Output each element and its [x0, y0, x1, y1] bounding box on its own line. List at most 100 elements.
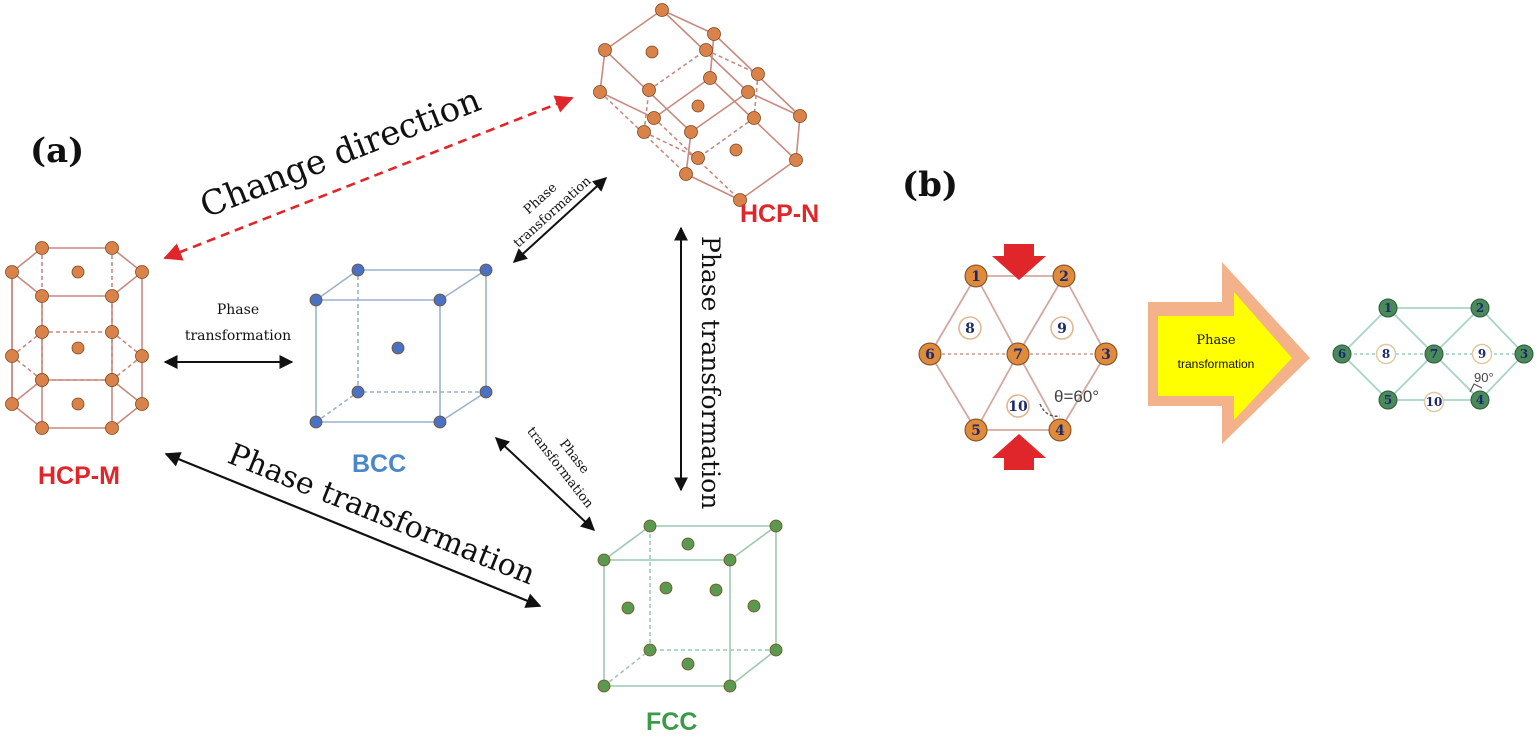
hcp-n-mid-edge: [643, 89, 650, 133]
plane-edge: [1433, 353, 1481, 401]
fcc-face-atom: [747, 599, 761, 613]
hcp-m-atom: [71, 341, 85, 355]
hcp-m-atom: [71, 265, 85, 279]
hcp-n-atom: [642, 83, 656, 97]
hcp-m-atom: [105, 325, 119, 339]
fcc-corner-atom: [723, 553, 737, 567]
fcc-depth-edge: [603, 525, 651, 561]
hcp-n-label: HCP-N: [740, 200, 819, 228]
hcpn-fcc-text: Phase transformation: [696, 236, 725, 509]
angle-90-label: 90°: [1474, 370, 1494, 385]
hex-edge: [975, 275, 1019, 355]
hcp-m-unit-cell: [5, 241, 149, 435]
atom-5-number: 5: [971, 423, 981, 439]
atom-after-3-number: 3: [1520, 347, 1528, 361]
hcp-n-atom: [684, 125, 698, 139]
hcp-n-atom: [691, 99, 705, 113]
bcc-atom: [309, 415, 323, 429]
bcc-depth-edge: [315, 391, 359, 423]
hcpm-bcc-text-2: transformation: [185, 328, 291, 344]
hex-edge: [929, 275, 977, 355]
hcp-n-hex-edge: [653, 77, 711, 119]
hcp-n-mid-edge: [705, 49, 759, 75]
plane-edge: [1387, 353, 1435, 401]
hcp-n-hex-edge: [709, 33, 715, 79]
hcp-m-atom: [71, 397, 85, 411]
hcp-n-atom: [593, 85, 607, 99]
hcp-n-hex-edge: [661, 9, 715, 35]
atom-after-5: [1378, 390, 1398, 410]
hcp-m-atom: [105, 241, 119, 255]
atom-6: [918, 342, 942, 366]
atom-8-number: 8: [965, 321, 975, 337]
atom-after-5-number: 5: [1384, 393, 1392, 407]
hcp-n-hex-edge: [599, 49, 606, 93]
hcp-n-hex-edge: [685, 173, 741, 201]
bcc-depth-edge: [315, 269, 359, 301]
atom-10: [1006, 394, 1030, 418]
hcp-n-atom: [655, 3, 669, 17]
atom-7-number: 7: [1013, 347, 1023, 363]
plane-edge: [1479, 353, 1525, 401]
fcc-depth-edge: [729, 649, 777, 687]
compression-arrow-top: [992, 244, 1046, 280]
change-direction-text: Change direction: [195, 80, 487, 226]
atom-1: [964, 264, 988, 288]
plane-edge: [1387, 307, 1435, 355]
atom-6-number: 6: [925, 347, 935, 363]
hcp-m-atom: [35, 289, 49, 303]
atom-9-number: 9: [1057, 321, 1067, 337]
atom-after-10-number: 10: [1426, 395, 1443, 409]
fcc-face-atom: [681, 657, 695, 671]
fcc-corner-atom: [597, 679, 611, 693]
atom-after-7-number: 7: [1430, 347, 1438, 361]
hcpm-fcc-arrow: [164, 452, 542, 608]
hcp-n-atom: [741, 85, 755, 99]
hcp-m-atom: [105, 289, 119, 303]
atom-7: [1006, 342, 1030, 366]
hex-edge: [975, 353, 1019, 431]
hcp-n-atom: [733, 193, 747, 207]
fcc-corner-atom: [769, 519, 783, 533]
hex-edge: [1017, 353, 1061, 431]
hcp-n-atom: [699, 43, 713, 57]
hcp-n-hex-edge: [604, 9, 663, 51]
atom-after-10: [1423, 391, 1445, 413]
angle-arc: [1039, 403, 1061, 417]
right-angle-marker: [1469, 383, 1483, 393]
atom-8: [958, 316, 982, 340]
atom-2-number: 2: [1059, 269, 1069, 285]
hex-edge: [1063, 275, 1107, 355]
hcp-n-atom: [789, 153, 803, 167]
panel-a-label: (a): [30, 131, 84, 171]
atom-4-number: 4: [1055, 423, 1065, 439]
fcc-corner-atom: [643, 643, 657, 657]
atom-9: [1050, 316, 1074, 340]
hcp-m-atom: [5, 265, 19, 279]
atom-after-2: [1470, 298, 1490, 318]
hex-edge: [929, 353, 977, 431]
fcc-face-atom: [621, 601, 635, 615]
bcc-label: BCC: [352, 450, 406, 478]
atom-after-1: [1378, 298, 1398, 318]
atom-after-7: [1424, 344, 1444, 364]
hcp-n-mid-edge: [648, 49, 707, 91]
atom-after-4-number: 4: [1476, 393, 1484, 407]
atom-3: [1094, 342, 1118, 366]
bcc-atom: [479, 385, 493, 399]
fcc-face-atom: [659, 581, 673, 595]
hcp-m-atom: [35, 421, 49, 435]
fcc-face-atom: [681, 537, 695, 551]
panel-b-label: (b): [902, 165, 958, 205]
hcp-m-atom: [35, 241, 49, 255]
plane-edge: [1341, 353, 1389, 401]
hcp-m-atom: [105, 373, 119, 387]
atom-after-1-number: 1: [1384, 301, 1392, 315]
atom-after-9-number: 9: [1478, 347, 1486, 361]
hcp-m-atom: [135, 397, 149, 411]
change-direction-arrow: [163, 95, 574, 261]
